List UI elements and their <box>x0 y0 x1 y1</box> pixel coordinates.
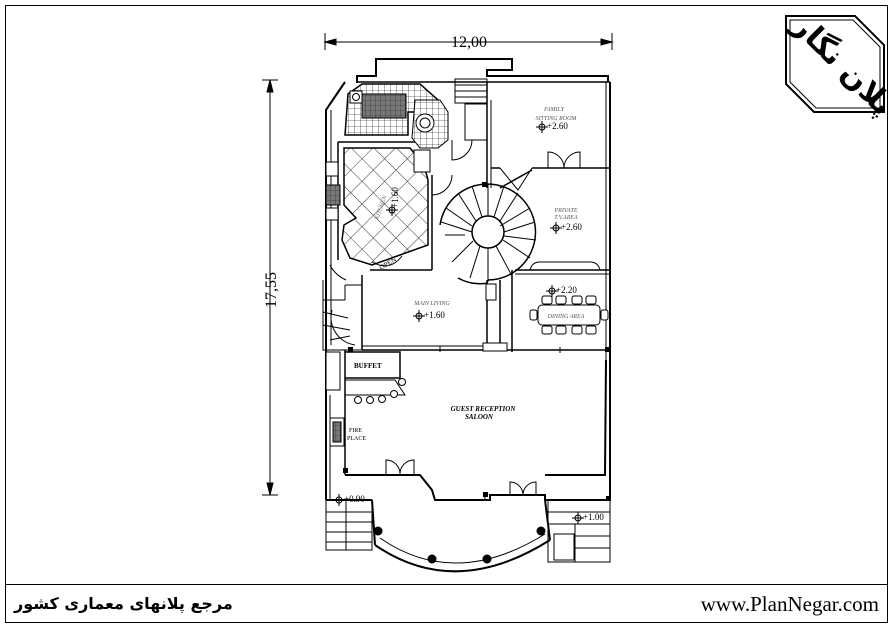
saloon-doors <box>385 459 537 496</box>
guest-label-1: GUEST RECEPTION <box>451 405 517 413</box>
level-marker-left-entry <box>333 494 345 506</box>
level-left-entry: +0.90 <box>344 494 365 504</box>
level-dining: +2.20 <box>556 285 577 295</box>
kitchen-level-marker <box>386 204 398 216</box>
private-label-1: PRIVATE <box>554 208 578 214</box>
width-label: 12,00 <box>451 34 487 51</box>
level-private: +2.60 <box>561 222 582 232</box>
bar-counter <box>345 378 406 404</box>
family-door <box>499 151 581 191</box>
family-label-2: SITTING ROOM <box>536 116 578 122</box>
south-bay-wall <box>345 359 607 573</box>
level-right-entry: +1.00 <box>583 512 604 522</box>
kitchen-doors <box>431 139 473 236</box>
buffet-cabinet <box>325 351 341 391</box>
buffet-label: BUFFET <box>354 362 382 370</box>
level-marker-private <box>550 222 562 234</box>
footer-website[interactable]: www.PlanNegar.com <box>700 592 879 616</box>
floor-plan: 12,00 17,55 <box>262 6 895 573</box>
private-label-2: T.V.AREA <box>554 215 578 221</box>
level-family: +2.60 <box>547 121 568 131</box>
north-stair <box>454 78 488 141</box>
plannegar-logo: پلان نگار <box>784 6 895 123</box>
fireplace-icon <box>329 417 345 447</box>
level-main-living: +1.60 <box>424 310 445 320</box>
fireplace-label-2: PLACE <box>347 436 366 442</box>
family-label-1: FAMILY <box>543 107 565 113</box>
left-entry-stairs <box>325 499 373 551</box>
level-marker-dining <box>546 285 558 297</box>
refrigerator-icon <box>413 149 431 173</box>
footer-tagline: مرجع پلانهای معماری کشور <box>14 594 233 613</box>
main-living-label: MAIN LIVING <box>413 301 450 307</box>
console-table <box>482 342 508 352</box>
kitchen-level: +1.60 <box>390 187 400 208</box>
sink-drain-icon <box>352 93 360 101</box>
dining-opening <box>529 261 601 271</box>
level-marker-family <box>536 121 548 133</box>
columns <box>343 182 611 564</box>
sink-icon <box>349 90 363 104</box>
stove-icon <box>325 184 341 206</box>
dining-table <box>529 295 609 335</box>
guest-label-2: SALOON <box>465 413 494 421</box>
width-dimension <box>323 33 614 50</box>
height-label: 17,55 <box>263 272 280 308</box>
level-marker-living <box>413 310 425 322</box>
kitchen-island <box>361 93 407 119</box>
fireplace-label-1: FIRE <box>349 428 362 434</box>
height-dimension <box>262 79 278 496</box>
footer-divider <box>5 584 888 585</box>
wall-ticks <box>439 346 561 500</box>
dining-label: DINING AREA <box>547 314 585 320</box>
appliance-icon <box>325 161 339 177</box>
page-frame <box>5 5 888 623</box>
right-entry-stairs <box>547 499 611 563</box>
spiral-staircase <box>439 169 537 285</box>
left-staircase <box>322 264 363 351</box>
level-marker-right-entry <box>572 512 584 524</box>
